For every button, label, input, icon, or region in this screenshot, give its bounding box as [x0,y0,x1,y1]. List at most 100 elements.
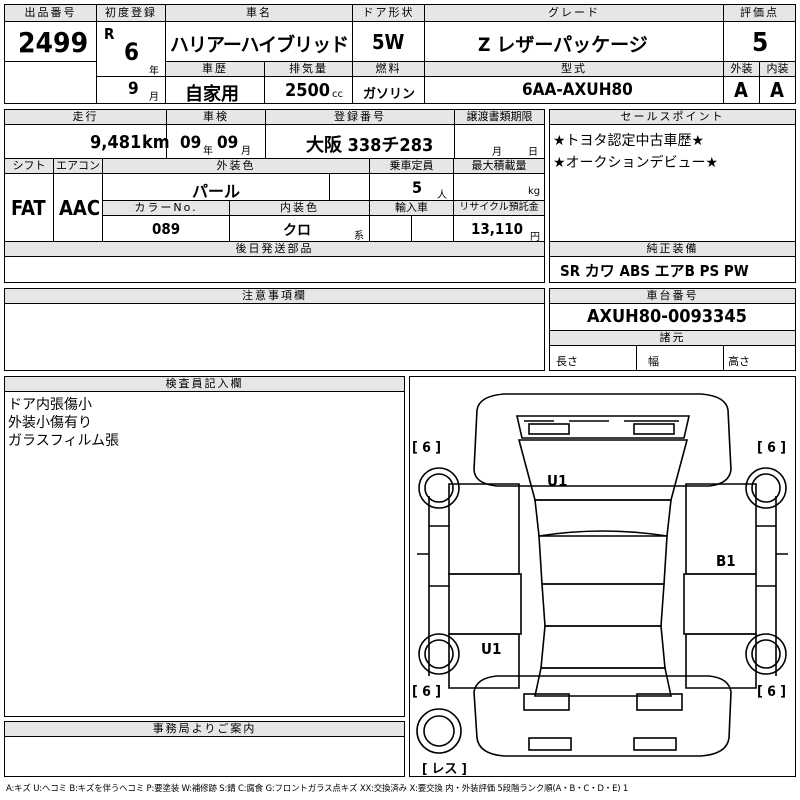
plate: 大阪 338チ283 [306,135,434,156]
tire-rear-right: [ 6 ] [757,684,787,700]
grade-label: グレード [424,4,724,22]
model-label: 型式 [424,61,724,77]
lot-label: 出品番号 [4,4,97,22]
specs-height-cell [723,345,796,371]
insp-month: 09 [217,133,239,153]
mileage-unit: km [142,132,170,153]
import-cell-a [369,215,412,242]
exterior-label: 外装 [723,61,760,77]
year-unit: 年 [149,66,159,77]
inspector-line-1: ドア内張傷小 [8,397,92,413]
month-unit: 月 [149,92,159,103]
interior-color: クロ [283,223,311,239]
tire-front-left: [ 6 ] [412,440,442,456]
era-mark: R [104,25,115,43]
color: パール [192,182,241,201]
capacity-label: 乗車定員 [369,158,454,174]
ac-label: エアコン [53,158,103,174]
legend: A:キズ U:ヘコミ B:キズを伴うヘコミ P:要塗装 W:補修跡 S:錆 C:… [6,784,629,794]
grade: Z レザーパッケージ [478,34,648,56]
interior-color-label: 内装色 [229,200,370,216]
displacement-unit: cc [332,89,343,100]
displacement: 2500 [285,80,331,101]
history-label: 車歴 [165,61,265,77]
fuel: ガソリン [363,87,416,102]
plate-label: 登録番号 [265,109,455,125]
later-parts-cell [4,256,545,283]
door-type: 5W [372,30,405,54]
damage-diagram [409,376,796,777]
color-no-label: カラーNo. [102,200,230,216]
ac: AAC [59,196,101,220]
import-label: 輸入車 [369,200,454,216]
later-parts-label: 後日発送部品 [4,241,545,257]
damage-mark-u1-left: U1 [481,640,502,658]
color-blank-cell [329,173,370,201]
specs-height: 高さ [728,355,750,368]
sales-point-2: ★オークションデビュー★ [553,155,719,171]
reg-year: 6 [124,38,140,66]
car-name: ハリアーハイブリッド [170,34,349,56]
capacity-unit: 人 [437,190,447,201]
mileage-label: 走行 [4,109,167,125]
chassis-number: AXUH80-0093345 [587,306,747,327]
transfer-label: 譲渡書類期限 [454,109,545,125]
history: 自家用 [185,84,239,105]
chassis-label: 車台番号 [549,288,796,304]
max-load-label: 最大積載量 [453,158,545,174]
equipment: SR カワ ABS エアB PS PW [560,262,749,280]
recycle-unit: 円 [530,232,540,243]
tire-rear-left: [ 6 ] [412,684,442,700]
reg-month: 9 [128,79,139,99]
notes-label: 注意事項欄 [4,288,545,304]
specs-length: 長さ [556,355,578,368]
office-label: 事務局よりご案内 [4,721,405,737]
inspector-line-2: 外装小傷有り [8,415,92,431]
sales-point-1: ★トヨタ認定中古車歴★ [553,133,705,149]
model: 6AA-AXUH80 [522,80,633,100]
fuel-label: 燃料 [352,61,425,77]
lot-number: 2499 [18,26,89,59]
color-no: 089 [152,220,181,238]
specs-label: 諸元 [549,330,796,346]
interior-cell [759,76,796,104]
inspector-cell [4,391,405,717]
equipment-label: 純正装備 [549,241,796,257]
insp-year: 09 [180,133,202,153]
sales-label: セールスポイント [549,109,796,125]
damage-mark-u1-roof: U1 [547,472,568,490]
import-cell-b [411,215,454,242]
insp-month-unit: 月 [241,146,251,157]
transfer-day-unit: 日 [528,147,538,158]
interior-grade: A [770,78,784,102]
exterior-grade: A [734,78,748,102]
recycle-label: リサイクル預託金 [453,200,545,216]
color-label: 外装色 [102,158,370,174]
inspection-label: 車検 [166,109,266,125]
score: 5 [752,28,769,58]
lot-blank-cell [4,61,97,104]
max-load-unit: kg [528,186,541,197]
shift-label: シフト [4,158,54,174]
specs-width: 幅 [648,355,659,368]
damage-mark-b1: B1 [716,552,736,570]
notes-cell [4,303,545,371]
inspector-line-3: ガラスフィルム張 [8,433,120,449]
shift: FAT [11,196,46,220]
inspector-label: 検査員記入欄 [4,376,405,392]
door-label: ドア形状 [352,4,425,22]
mileage: 9,481 [90,132,142,153]
recycle: 13,110 [471,220,524,238]
tire-front-right: [ 6 ] [757,440,787,456]
office-cell [4,736,405,777]
displacement-label: 排気量 [264,61,353,77]
spare-tire: [ レス ] [422,762,467,777]
car-diagram [416,393,788,757]
car-name-label: 車名 [165,4,353,22]
insp-year-unit: 年 [203,146,213,157]
interior-label: 内装 [759,61,796,77]
interior-color-unit: 系 [354,231,364,242]
score-label: 評価点 [723,4,796,22]
transfer-month-unit: 月 [492,147,502,158]
first-reg-label: 初度登録 [96,4,166,22]
